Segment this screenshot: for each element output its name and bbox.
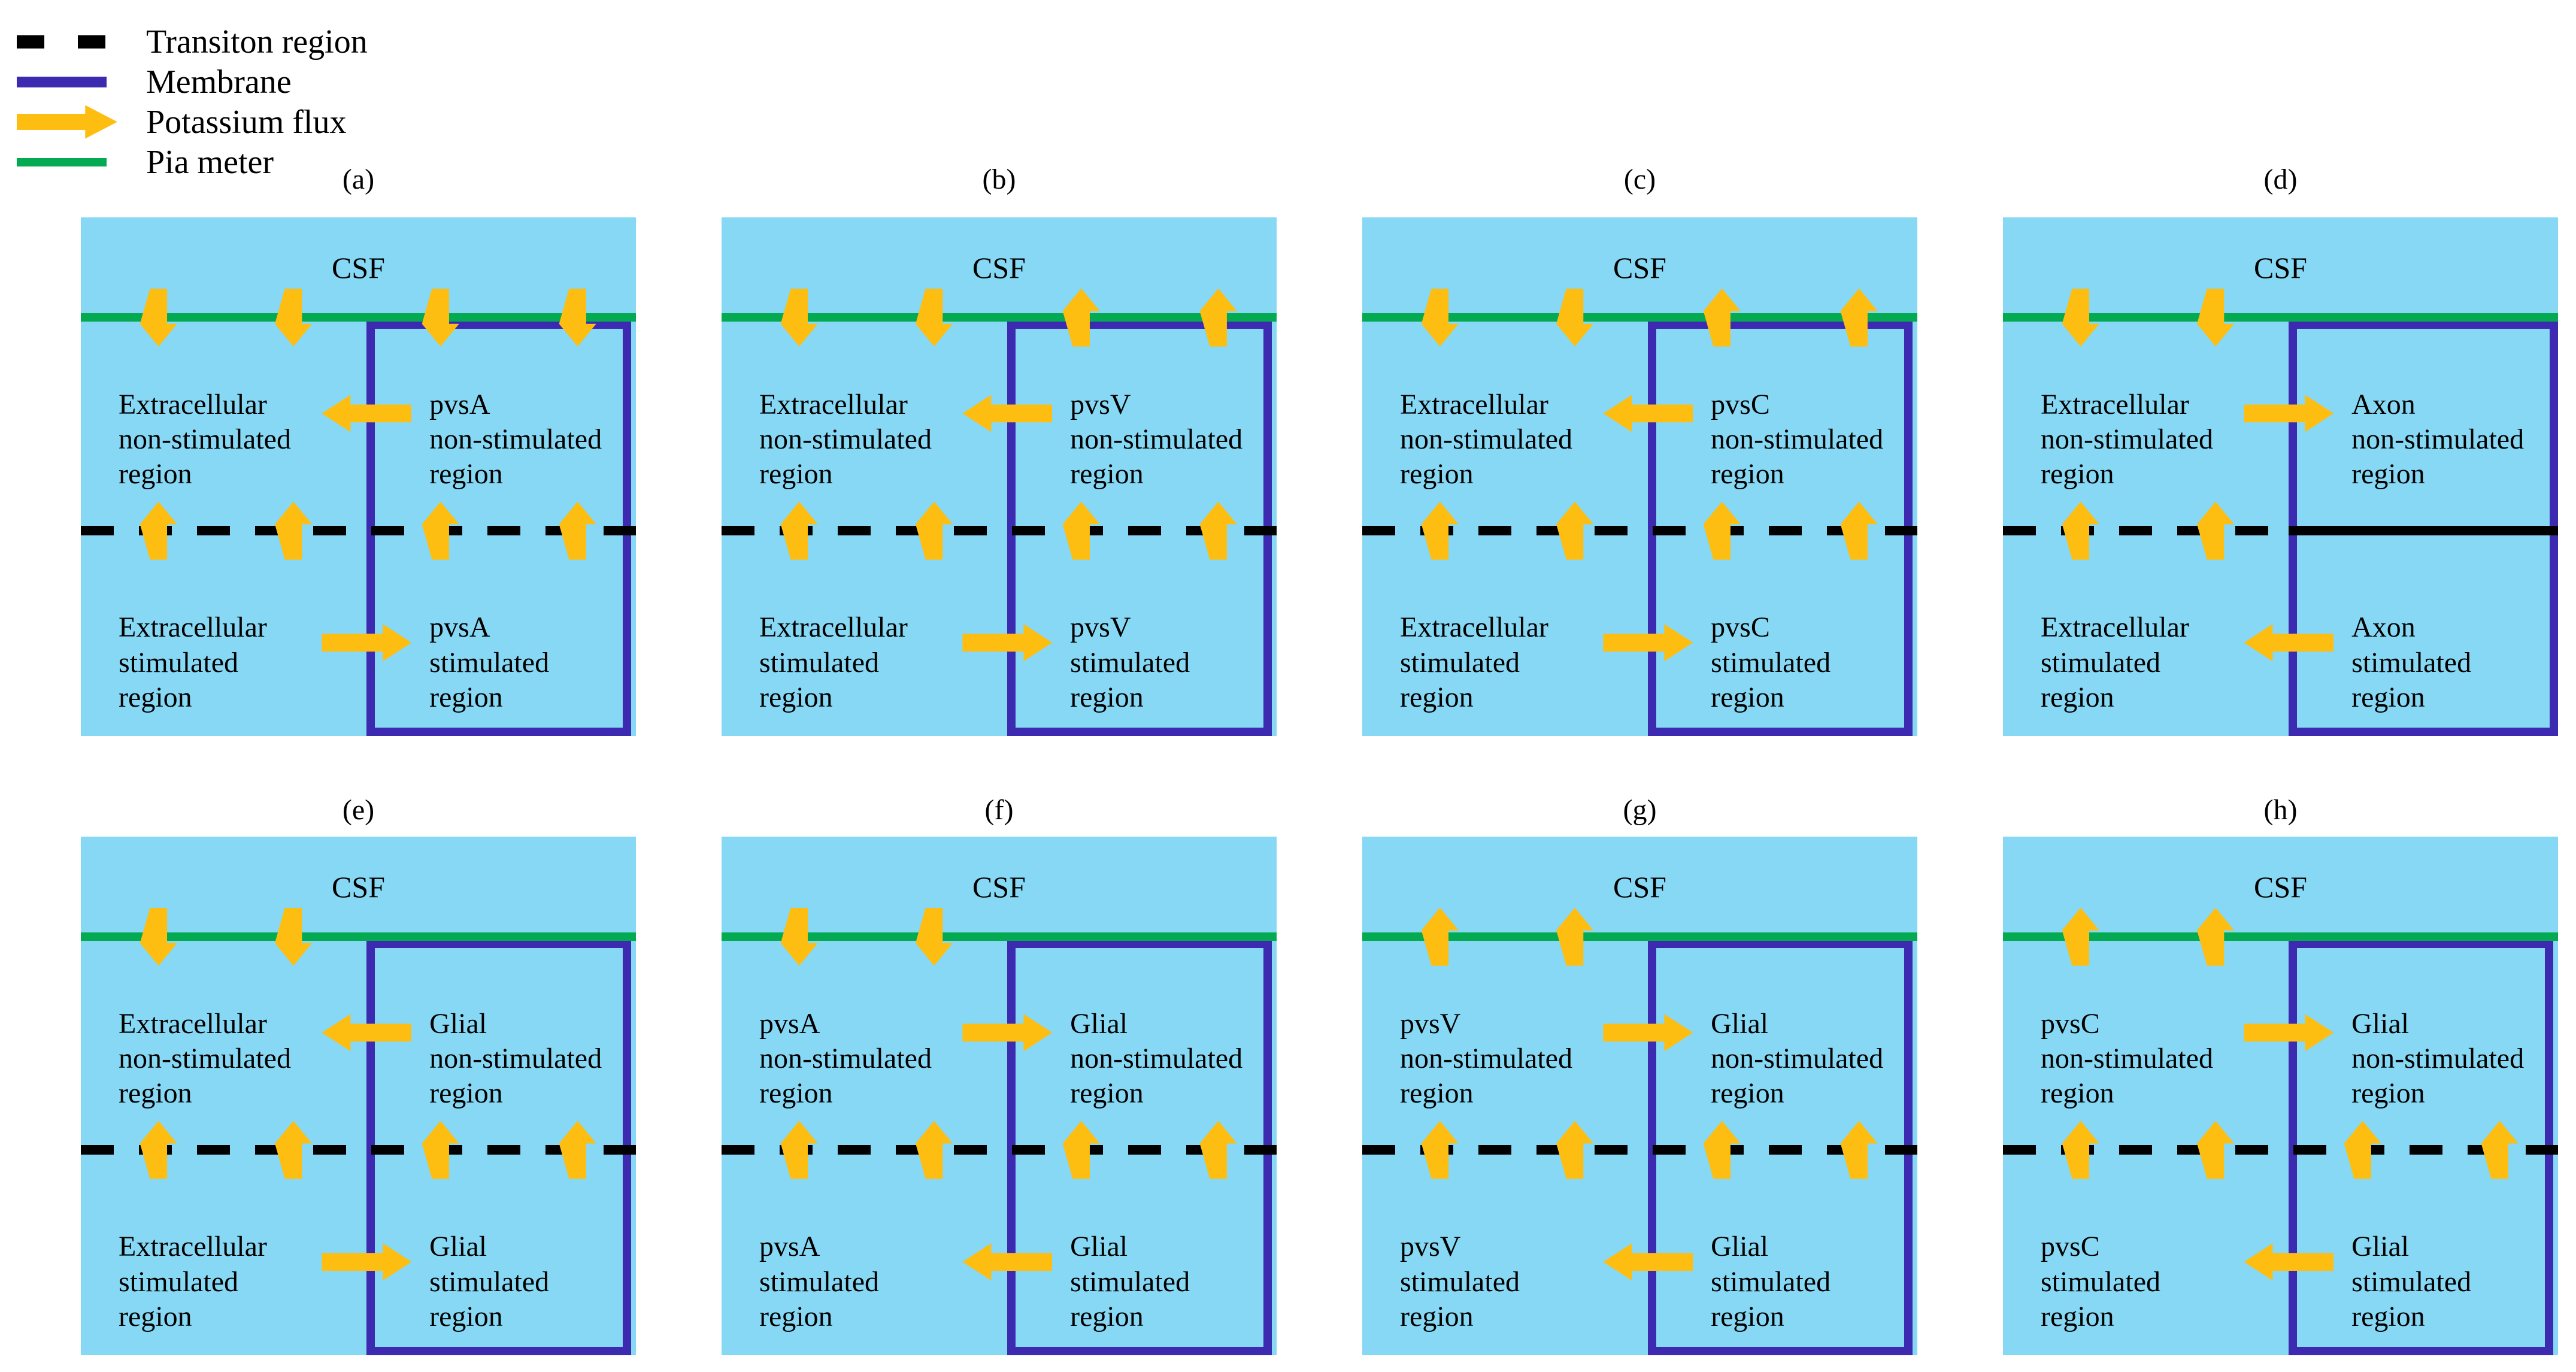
panel-letter: (f) [984,794,1014,826]
region-label-bottom-inner: pvsC stimulated region [1711,611,1831,713]
region-label-top-outer: pvsA non-stimulated region [759,1008,932,1110]
panel-letter: (d) [2263,163,2298,195]
region-label-bottom-inner: Glial stimulated region [2351,1231,2472,1332]
region-label-top-inner: pvsV non-stimulated region [1070,389,1243,490]
pia-meter-line [1362,313,1917,322]
legend-label: Potassium flux [146,103,347,141]
pia-meter-line [2003,932,2558,941]
legend-label: Transiton region [146,23,368,60]
region-label-top-outer: pvsV non-stimulated region [1400,1008,1572,1110]
region-label-bottom-inner: Glial stimulated region [1711,1231,1831,1332]
potassium-flux-swatch-icon [17,105,117,139]
region-label-top-outer: Extracellular non-stimulated region [2041,389,2213,490]
panel-letter: (b) [982,163,1016,195]
transition-region-line-dashed [2003,526,2292,536]
legend-label: Pia meter [146,143,274,181]
tissue-box-c: CSF Extracellular non-stimulated region pv… [1362,217,1917,736]
panel-letter: (h) [2263,794,2298,826]
legend-item-potassium-flux: Potassium flux [17,102,368,142]
region-label-bottom-outer: Extracellular stimulated region [119,611,267,713]
pia-meter-swatch-icon [17,158,107,166]
csf-label: CSF [332,870,385,904]
tissue-box-f: CSF pvsA non-stimulated region Glial non-s… [722,837,1277,1355]
panel-letter: (e) [342,794,375,826]
pia-meter-line [1362,932,1917,941]
csf-label: CSF [1613,250,1666,284]
csf-label: CSF [1613,870,1666,904]
legend-label: Membrane [146,63,292,101]
transition-region-line-solid [2289,526,2558,536]
panel-letter: (g) [1623,794,1657,826]
pia-meter-line [722,313,1277,322]
legend-item-pia-meter: Pia meter [17,142,368,182]
csf-label: CSF [332,250,385,284]
tissue-box-h: CSF pvsC non-stimulated region Glial non-s… [2003,837,2558,1355]
pia-meter-line [2003,313,2558,322]
region-label-bottom-outer: Extracellular stimulated region [759,611,908,713]
legend-item-transition-region: Transiton region [17,22,368,62]
region-label-bottom-outer: pvsV stimulated region [1400,1231,1520,1332]
csf-label: CSF [2254,250,2307,284]
transition-region-line [1362,526,1917,536]
region-label-top-inner: Glial non-stimulated region [2351,1008,2525,1110]
transition-region-swatch-icon [17,35,107,49]
membrane-swatch-icon [17,76,107,87]
region-label-bottom-inner: pvsV stimulated region [1070,611,1190,713]
csf-label: CSF [972,870,1026,904]
region-label-bottom-inner: pvsA stimulated region [429,611,550,713]
tissue-box-b: CSF Extracellular non-stimulated region pv… [722,217,1277,736]
region-label-top-outer: Extracellular non-stimulated region [759,389,932,490]
region-label-bottom-inner: Glial stimulated region [1070,1231,1190,1332]
region-label-top-inner: pvsC non-stimulated region [1711,389,1884,490]
transition-region-line [722,526,1277,536]
region-label-top-inner: Glial non-stimulated region [1070,1008,1243,1110]
transition-region-line [1362,1145,1917,1155]
csf-label: CSF [2254,870,2307,904]
tissue-box-g: CSF pvsV non-stimulated region Glial non-s… [1362,837,1917,1355]
region-label-top-outer: Extracellular non-stimulated region [1400,389,1572,490]
region-label-bottom-outer: pvsA stimulated region [759,1231,879,1332]
pia-meter-line [81,932,636,941]
region-label-bottom-outer: Extracellular stimulated region [1400,611,1548,713]
region-label-top-inner: Axon non-stimulated region [2351,389,2525,490]
region-label-top-outer: pvsC non-stimulated region [2041,1008,2213,1110]
tissue-box-a: CSF Extracellular non-stimulated region pv… [81,217,636,736]
region-label-bottom-outer: Extracellular stimulated region [2041,611,2189,713]
transition-region-line [81,526,636,536]
transition-region-line [722,1145,1277,1155]
region-label-bottom-inner: Glial stimulated region [429,1231,550,1332]
legend-item-membrane: Membrane [17,62,368,102]
region-label-top-outer: Extracellular non-stimulated region [119,389,291,490]
region-label-top-outer: Extracellular non-stimulated region [119,1008,291,1110]
region-label-bottom-outer: pvsC stimulated region [2041,1231,2160,1332]
transition-region-line [81,1145,636,1155]
region-label-bottom-inner: Axon stimulated region [2351,611,2472,713]
panel-letter: (a) [342,163,375,195]
csf-label: CSF [972,250,1026,284]
membrane-box [1007,940,1272,1355]
region-label-top-inner: pvsA non-stimulated region [429,389,602,490]
transition-region-line [2003,1145,2558,1155]
panel-letter: (c) [1623,163,1656,195]
region-label-bottom-outer: Extracellular stimulated region [119,1231,267,1332]
region-label-top-inner: Glial non-stimulated region [1711,1008,1884,1110]
pia-meter-line [81,313,636,322]
region-label-top-inner: Glial non-stimulated region [429,1008,602,1110]
pia-meter-line [722,932,1277,941]
